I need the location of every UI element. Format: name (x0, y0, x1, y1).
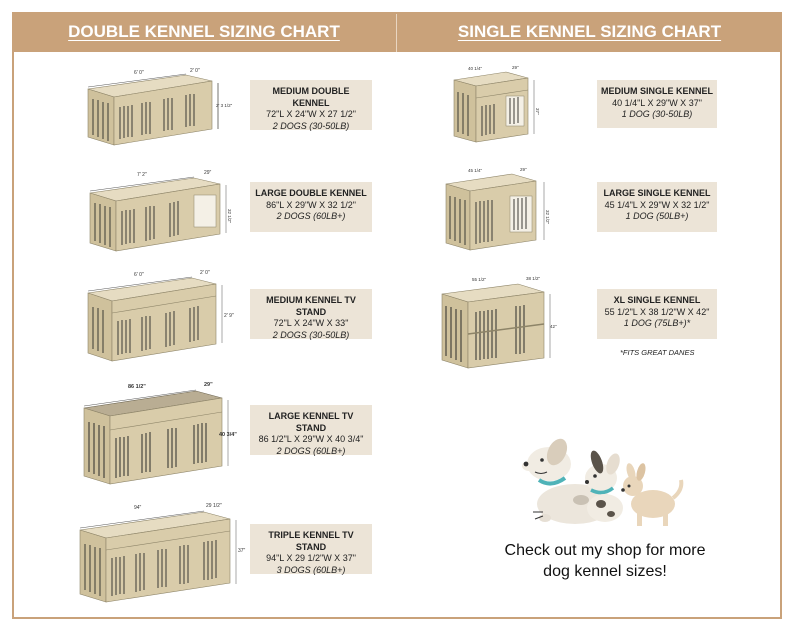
dim-height-label: 2' 9" (224, 313, 234, 319)
kennel-dog-capacity: 2 DOGS (60LB+) (276, 211, 346, 221)
kennel-name: MEDIUM SINGLE KENNEL (601, 86, 714, 96)
large-kennel-tv-stand-image: 86 1/2" 29" 40 3/4" (78, 378, 246, 490)
kennel-dimensions: 86"L X 29"W X 32 1/2" (266, 199, 356, 210)
large-double-kennel-label: LARGE DOUBLE KENNEL 86"L X 29"W X 32 1/2… (250, 182, 372, 232)
kennel-dimensions: 55 1/2"L X 38 1/2"W X 42" (604, 306, 710, 317)
large-single-kennel-label: LARGE SINGLE KENNEL 45 1/4"L X 29"W X 32… (597, 182, 717, 232)
dim-top-label: 40 1/4" (468, 66, 483, 71)
medium-kennel-tv-stand-label: MEDIUM KENNEL TV STAND 72"L X 24"W X 33"… (250, 289, 372, 340)
dim-height-label: 32 1/2" (227, 209, 232, 224)
kennel-name: LARGE DOUBLE KENNEL (255, 188, 367, 198)
dim-top-label: 55 1/2" (472, 277, 487, 282)
triple-kennel-tv-stand-image: 94" 29 1/2" 37" (76, 500, 248, 608)
single-kennel-heading: SINGLE KENNEL SIZING CHART (457, 22, 722, 41)
kennel-dimensions: 45 1/4"L X 29"W X 32 1/2" (604, 199, 710, 210)
header-band (12, 12, 782, 52)
great-danes-footnote: *FITS GREAT DANES (620, 348, 695, 357)
dim-depth-label: 29" (204, 382, 213, 388)
dim-depth-label: 2' 0" (200, 270, 210, 276)
dim-height-label: 37" (535, 108, 540, 115)
kennel-dog-capacity: 3 DOGS (60LB+) (276, 564, 346, 575)
medium-kennel-tv-stand-image: 6' 0" 2' 0" 2' 9" (82, 267, 242, 367)
kennel-dog-capacity: 2 DOGS (30-50LB) (272, 120, 350, 131)
kennel-dog-capacity: 1 DOG (50LB+) (625, 211, 689, 221)
large-double-kennel-image: 7' 2" 29" 32 1/2" (82, 167, 242, 257)
kennel-name: MEDIUM KENNEL TV STAND (266, 295, 356, 317)
dim-height-label: 37" (238, 548, 246, 554)
xl-single-kennel-label: XL SINGLE KENNEL 55 1/2"L X 38 1/2"W X 4… (597, 289, 717, 339)
dim-top-label: 6' 0" (134, 70, 144, 76)
double-kennel-heading: DOUBLE KENNEL SIZING CHART (68, 22, 340, 41)
dim-top-label: 45 1/4" (468, 168, 483, 173)
medium-single-kennel-image: 40 1/4" 29" 37" (446, 62, 546, 146)
xl-single-kennel-image: 55 1/2" 38 1/2" 42" (436, 272, 564, 372)
dim-depth-label: 38 1/2" (526, 276, 541, 281)
shop-call-to-action: Check out my shop for more dog kennel si… (470, 540, 740, 582)
kennel-name: LARGE KENNEL TV STAND (268, 411, 354, 433)
cta-line-2: dog kennel sizes! (543, 563, 667, 580)
cta-line-1: Check out my shop for more (504, 542, 706, 559)
dim-depth-label: 29" (512, 65, 519, 70)
kennel-dimensions: 72"L X 24"W X 27 1/2" (266, 109, 356, 119)
kennel-dog-capacity: 2 DOGS (30-50LB) (272, 329, 350, 340)
dim-top-label: 86 1/2" (128, 384, 146, 390)
dim-depth-label: 29 1/2" (206, 503, 222, 509)
large-kennel-tv-stand-label: LARGE KENNEL TV STAND 86 1/2"L X 29"W X … (250, 405, 372, 456)
kennel-dog-capacity: 1 DOG (75LB+)* (623, 318, 691, 328)
dim-top-label: 94" (134, 505, 142, 511)
dim-top-label: 6' 0" (134, 272, 144, 278)
kennel-dog-capacity: 1 DOG (30-50LB) (621, 109, 693, 119)
triple-kennel-tv-stand-label: TRIPLE KENNEL TV STAND 94"L X 29 1/2"W X… (250, 524, 372, 575)
page-border (12, 12, 782, 619)
dim-top-label: 7' 2" (137, 172, 147, 178)
medium-double-kennel-image: 6' 0" 2' 0" 2' 3 1/2" (82, 65, 242, 150)
dim-depth-label: 2' 0" (190, 68, 200, 74)
kennel-dimensions: 72"L X 24"W X 33" (273, 318, 349, 328)
kennel-dimensions: 94"L X 29 1/2"W X 37" (266, 553, 356, 563)
dim-height-label: 2' 3 1/2" (216, 103, 233, 108)
dogs-illustration (505, 438, 685, 535)
dim-height-label: 42" (550, 324, 557, 329)
dim-height-label: 32 1/2" (545, 210, 550, 225)
medium-double-kennel-label: MEDIUM DOUBLE KENNEL 72"L X 24"W X 27 1/… (250, 80, 372, 131)
kennel-name: XL SINGLE KENNEL (613, 295, 701, 305)
large-single-kennel-image: 45 1/4" 29" 32 1/2" (440, 164, 556, 254)
header-divider (396, 14, 397, 52)
kennel-name: TRIPLE KENNEL TV STAND (268, 530, 354, 552)
kennel-dimensions: 86 1/2"L X 29"W X 40 3/4" (258, 434, 364, 444)
dim-depth-label: 29" (520, 167, 527, 172)
kennel-name: MEDIUM DOUBLE KENNEL (272, 86, 350, 108)
dim-height-label: 40 3/4" (219, 432, 237, 438)
medium-single-kennel-label: MEDIUM SINGLE KENNEL 40 1/4"L X 29"W X 3… (597, 80, 717, 128)
dim-depth-label: 29" (204, 170, 212, 176)
kennel-name: LARGE SINGLE KENNEL (603, 188, 711, 198)
kennel-dog-capacity: 2 DOGS (60LB+) (276, 445, 346, 456)
kennel-dimensions: 40 1/4"L X 29"W X 37" (612, 97, 702, 108)
